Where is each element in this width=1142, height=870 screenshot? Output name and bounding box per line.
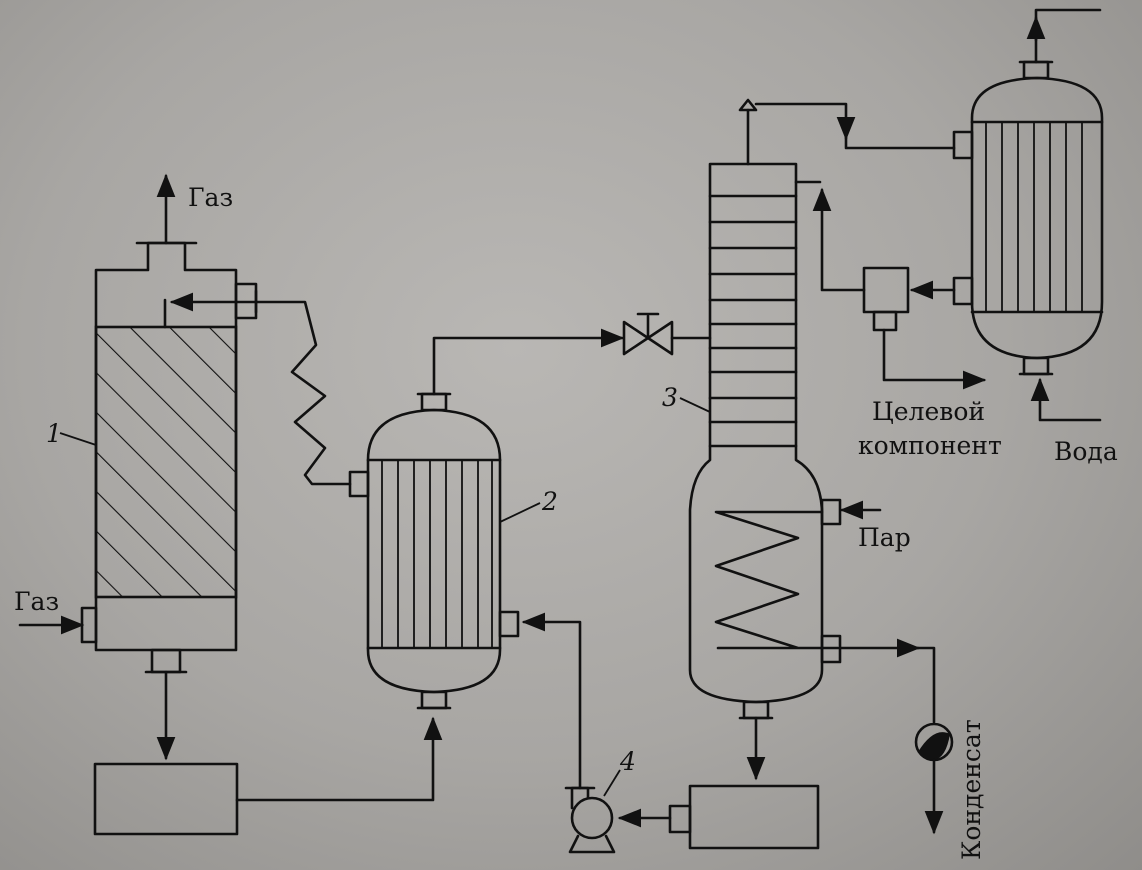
column-number: 3 [662, 383, 678, 412]
gas-inlet-label: Газ [14, 587, 59, 616]
packing-bed [94, 325, 238, 599]
target-component-label-1: Целевой [872, 397, 985, 426]
connecting-coil [169, 292, 352, 486]
separator [812, 187, 987, 390]
target-component-label-2: компонент [858, 431, 1002, 460]
water-label: Вода [1054, 437, 1118, 466]
gas-outlet-label: Газ [188, 183, 233, 212]
valve [622, 312, 674, 356]
distillation-column-3 [679, 98, 956, 835]
steam-label: Пар [858, 523, 911, 552]
pump-4 [521, 612, 621, 854]
absorber-1 [18, 173, 258, 761]
pump-number: 4 [619, 747, 636, 776]
heat-exchanger-number: 2 [541, 487, 558, 516]
condensate-label: Конденсат [957, 719, 986, 860]
heating-coil [714, 510, 840, 650]
heat-exchanger-2 [348, 392, 541, 710]
absorber-number: 1 [46, 419, 62, 448]
condenser [909, 8, 1104, 422]
collector-tank-3 [688, 784, 820, 850]
collector-tank-1 [93, 762, 239, 836]
